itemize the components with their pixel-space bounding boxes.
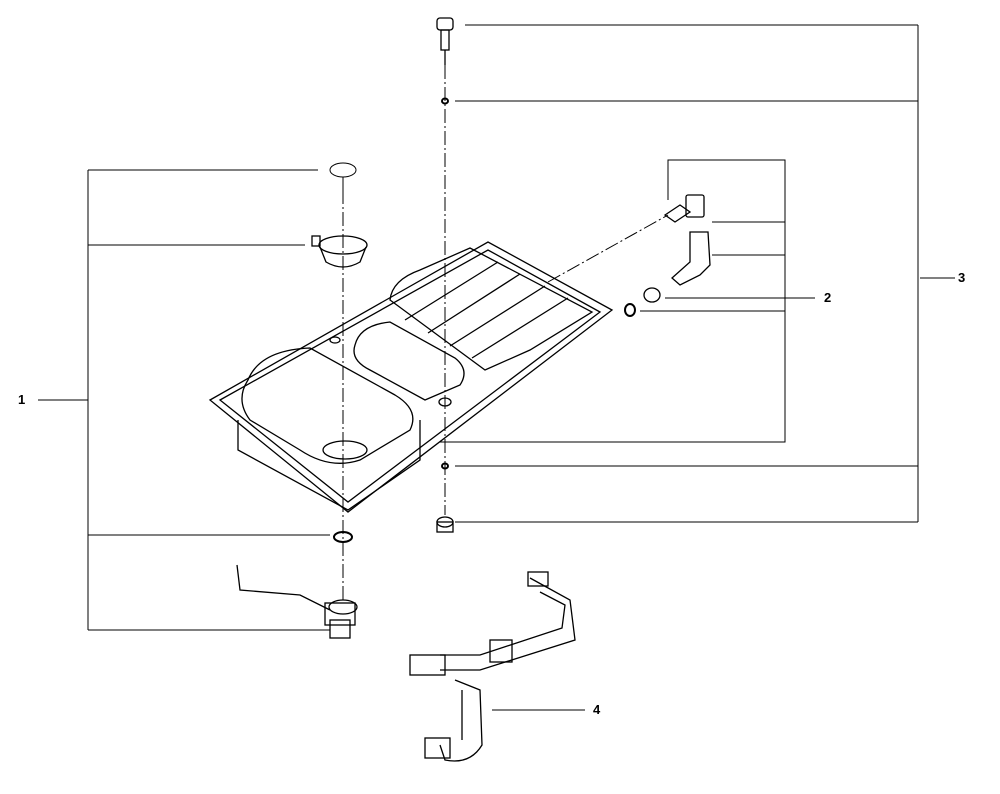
overflow-waste-with-cable <box>236 564 358 639</box>
sink-body <box>208 241 614 513</box>
washer-top <box>441 97 449 105</box>
nut-bottom <box>436 516 454 533</box>
callout-label-2: 2 <box>824 290 832 305</box>
leader-lines-2 <box>440 159 815 443</box>
callout-label-3: 3 <box>958 270 966 285</box>
siphon-trap <box>409 571 576 762</box>
leader-lines-1 <box>38 169 330 631</box>
washer-bottom <box>441 462 449 470</box>
callout-label-4: 4 <box>593 702 601 717</box>
strainer-plug <box>329 162 357 190</box>
seal-ring <box>333 531 353 543</box>
pop-up-knob <box>436 17 454 65</box>
center-lines <box>342 65 669 600</box>
callout-label-1: 1 <box>18 392 26 407</box>
basket-strainer <box>311 235 368 268</box>
leader-lines-3 <box>455 24 955 523</box>
overflow-assembly <box>624 194 711 317</box>
